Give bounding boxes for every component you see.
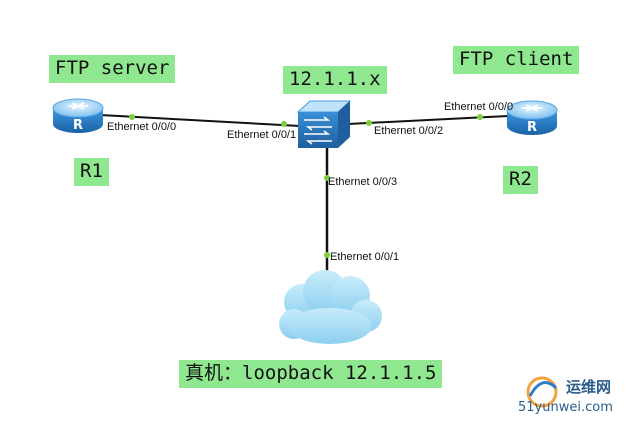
- watermark-site-cn: 运维网: [566, 378, 612, 396]
- cloud-icon[interactable]: [279, 270, 382, 344]
- port-label-cloud-e001: Ethernet 0/0/1: [330, 251, 399, 263]
- port-label-r1-e000: Ethernet 0/0/0: [107, 121, 176, 133]
- label-host-loopback: 真机：loopback 12.1.1.5: [179, 360, 443, 388]
- label-ftp-server: FTP server: [49, 55, 176, 83]
- watermark-site-en: 51yunwei.com: [518, 400, 613, 415]
- port-dot-sw-002: [366, 120, 372, 126]
- label-r1: R1: [74, 158, 109, 186]
- port-label-sw-e001: Ethernet 0/0/1: [227, 129, 296, 141]
- svg-text:R: R: [527, 120, 537, 135]
- port-dot-r2: [477, 114, 483, 120]
- svg-text:R: R: [73, 118, 83, 133]
- label-switch-subnet: 12.1.1.x: [283, 66, 387, 94]
- router-icon[interactable]: R: [506, 100, 558, 135]
- link-switch-r2: [347, 115, 509, 125]
- port-dot-cloud: [324, 252, 330, 258]
- watermark-logo-icon: [526, 376, 558, 408]
- label-r2: R2: [503, 166, 538, 194]
- label-ftp-client: FTP client: [453, 46, 580, 74]
- port-dot-sw-001: [281, 121, 287, 127]
- port-label-sw-e002: Ethernet 0/0/2: [374, 125, 443, 137]
- port-label-sw-e003: Ethernet 0/0/3: [328, 176, 397, 188]
- port-dot-r1: [129, 114, 135, 120]
- port-label-r2-e000: Ethernet 0/0/0: [444, 101, 513, 113]
- router-icon[interactable]: R: [52, 98, 104, 133]
- switch-icon[interactable]: [296, 100, 352, 148]
- port-dot-sw-003: [324, 175, 330, 181]
